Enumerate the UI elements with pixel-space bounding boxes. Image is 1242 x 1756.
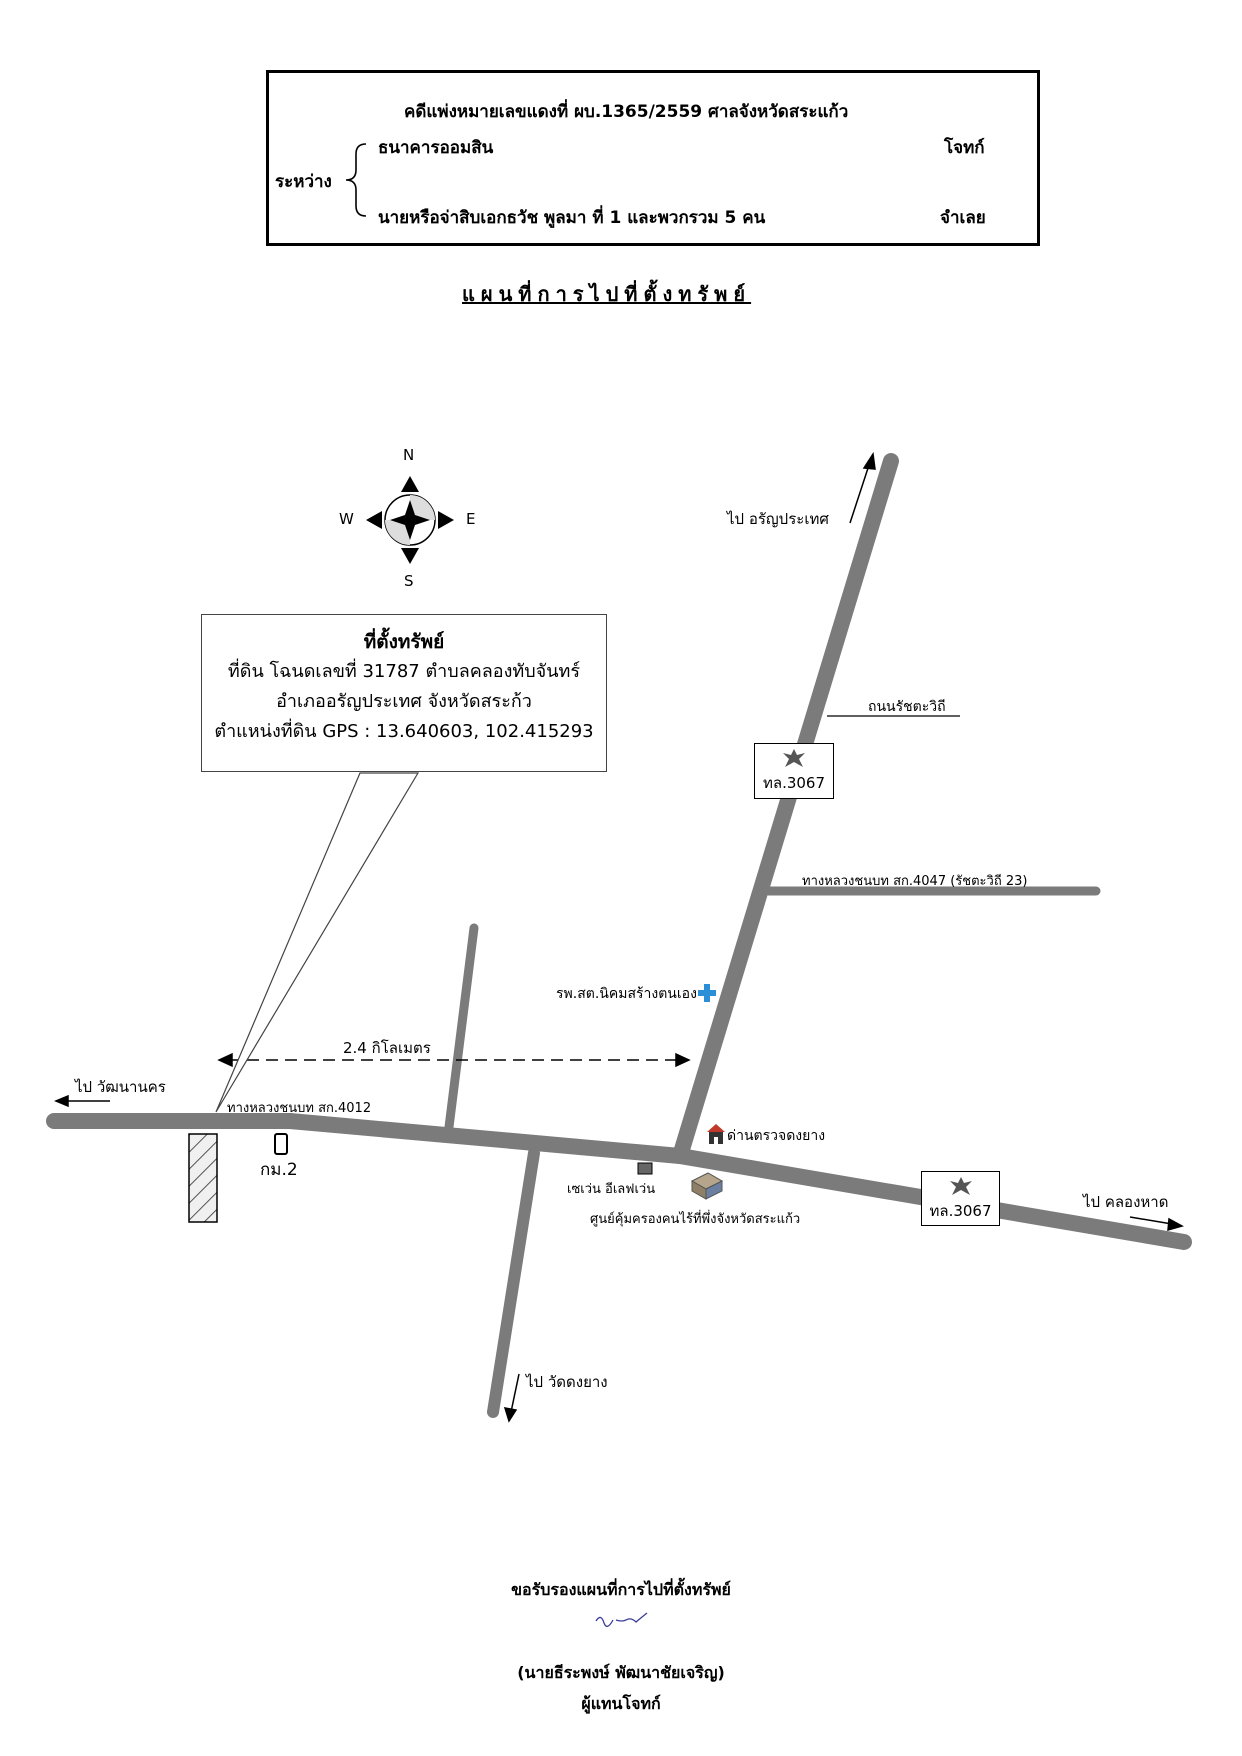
case-header-box	[266, 70, 1040, 246]
to-watthana-nakhon-label: ไป วัฒนานคร	[75, 1078, 166, 1096]
compass-south-label: S	[404, 572, 414, 590]
road-3067-north	[672, 453, 899, 1164]
shelter-building-icon	[690, 1172, 724, 1200]
callout-pointer	[215, 772, 420, 1113]
roads	[46, 453, 1192, 1418]
hospital-cross-icon	[698, 984, 716, 1002]
highway-sign-north: ทล.3067	[754, 743, 834, 799]
signer-role: ผู้แทนโจทก์	[581, 1694, 661, 1713]
arrow-left-icon	[54, 1094, 69, 1108]
highway-sign-east: ทล.3067	[921, 1171, 1000, 1226]
garuda-emblem-icon	[783, 749, 805, 767]
subject-land-parcel	[188, 1133, 218, 1223]
compass-west-label: W	[339, 510, 354, 528]
main-road-label: ถนนรัชตะวิถี	[868, 699, 946, 715]
map-title: แผนที่การไปที่ตั้งทรัพย์	[462, 282, 752, 306]
checkpoint-house-icon	[707, 1124, 725, 1144]
certify-text: ขอรับรองแผนที่การไปที่ตั้งทรัพย์	[511, 1580, 731, 1599]
to-aranyaprathet-label: ไป อรัญประเทศ	[727, 510, 829, 528]
highway-sign-label: ทล.3067	[929, 1202, 992, 1220]
direction-arrows	[54, 451, 1184, 1423]
signature-scribble	[595, 1612, 648, 1627]
road-4047-label: ทางหลวงชนบท สก.4047 (รัชตะวิถี 23)	[802, 874, 1028, 889]
brace-icon	[345, 143, 367, 217]
signature-block: ขอรับรองแผนที่การไปที่ตั้งทรัพย์ (นายธีร…	[0, 1578, 1242, 1717]
checkpoint-label: ด่านตรวจดงยาง	[727, 1128, 826, 1144]
signer-name: (นายธีระพงษ์ พัฒนาชัยเจริญ)	[517, 1663, 725, 1682]
garuda-emblem-icon	[949, 1177, 972, 1195]
compass-east-label: E	[466, 510, 476, 528]
plaintiff-role: โจทก์	[944, 138, 985, 158]
health-center-label: รพ.สต.นิคมสร้างตนเอง	[556, 986, 697, 1002]
highway-sign-label: ทล.3067	[762, 774, 826, 792]
to-wat-dong-yang-label: ไป วัดดงยาง	[526, 1373, 608, 1391]
location-deed-line: ที่ดิน โฉนดเลขที่ 31787 ตำบลคลองทับจันทร…	[227, 661, 581, 682]
arrow-down-icon	[503, 1407, 518, 1423]
defendant-role: จำเลย	[940, 208, 986, 228]
between-label: ระหว่าง	[275, 172, 332, 192]
compass-north-label: N	[403, 446, 415, 464]
shelter-label: ศูนย์คุ้มครองคนไร้ที่พึ่งจังหวัดสระแก้ว	[590, 1212, 801, 1227]
seven-eleven-label: เซเว่น อีเลฟเว่น	[567, 1182, 656, 1197]
plaintiff-name: ธนาคารออมสิน	[378, 138, 494, 158]
road-4012-label: ทางหลวงชนบท สก.4012	[227, 1101, 372, 1116]
defendant-name: นายหรือจ่าสิบเอกธวัช พูลมา ที่ 1 และพวกร…	[378, 208, 766, 228]
distance-line	[217, 1052, 691, 1068]
road-4012-middle	[282, 1113, 688, 1164]
case-number: คดีแพ่งหมายเลขแดงที่ ผบ.1365/2559 ศาลจัง…	[404, 102, 849, 122]
to-khlong-hat-label: ไป คลองหาด	[1083, 1193, 1169, 1211]
location-district-line: อำเภออรัญประเทศ จังหวัดสระก้ว	[276, 691, 532, 712]
compass-icon	[366, 476, 454, 564]
property-location-box: ที่ตั้งทรัพย์ ที่ดิน โฉนดเลขที่ 31787 ตำ…	[201, 614, 607, 772]
side-road-south	[487, 1147, 540, 1418]
side-road-north	[444, 923, 479, 1132]
location-gps-line: ตำแหน่งที่ดิน GPS : 13.640603, 102.41529…	[214, 721, 594, 742]
km-marker-label: กม.2	[260, 1160, 298, 1180]
arrow-up-icon	[862, 451, 876, 470]
km-post-icon	[274, 1133, 288, 1155]
distance-label: 2.4 กิโลเมตร	[343, 1039, 431, 1057]
arrow-right-icon	[1167, 1217, 1184, 1232]
seven-eleven-icon	[637, 1162, 653, 1175]
location-heading: ที่ตั้งทรัพย์	[363, 631, 445, 653]
